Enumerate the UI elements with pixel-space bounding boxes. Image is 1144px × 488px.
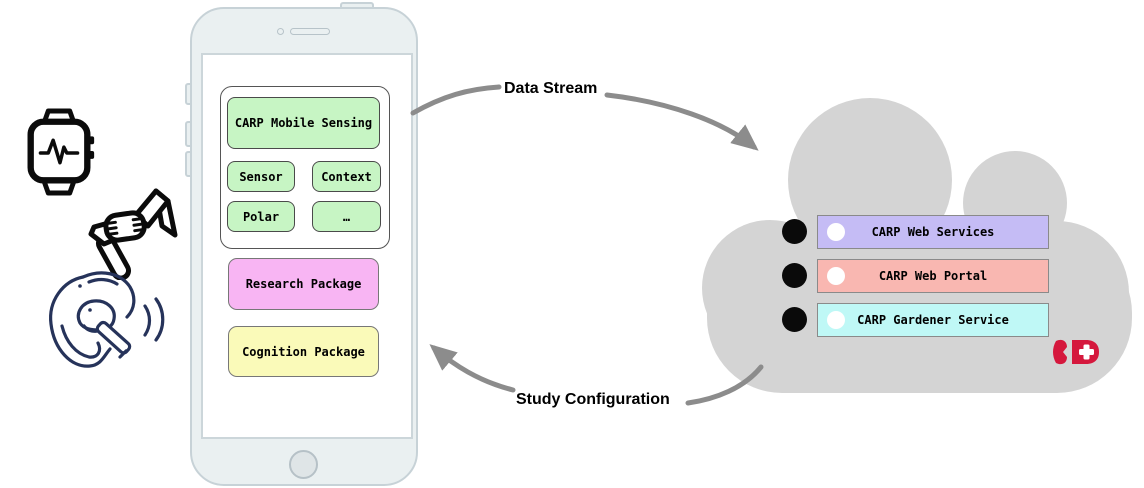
study-configuration-label: Study Configuration: [516, 391, 670, 408]
red-cross-badge-icon: [1053, 338, 1101, 366]
carp-web-portal-bar: CARP Web Portal: [817, 259, 1049, 293]
service-label: CARP Web Portal: [878, 269, 988, 283]
carp-web-services-bar: CARP Web Services: [817, 215, 1049, 249]
smartwatch-icon: [18, 106, 100, 198]
service-label: CARP Gardener Service: [857, 313, 1009, 327]
cognition-package-box: Cognition Package: [228, 326, 379, 377]
plugin-context-box: Context: [312, 161, 381, 192]
phone-screen: CARP Mobile Sensing Sensor Context Polar…: [201, 53, 413, 439]
service-status-dot: [827, 267, 845, 285]
plugin-more-box: …: [312, 201, 381, 232]
study-config-arrowhead-segment: [429, 344, 516, 393]
service-node-dot-2: [782, 263, 807, 288]
service-label: CARP Web Services: [871, 225, 995, 239]
data-stream-label: Data Stream: [504, 80, 598, 97]
data-stream-arrow-segment: [410, 84, 502, 116]
smartphone-frame: CARP Mobile Sensing Sensor Context Polar…: [190, 7, 418, 486]
carp-gardener-service-bar: CARP Gardener Service: [817, 303, 1049, 337]
service-node-dot-3: [782, 307, 807, 332]
plugin-polar-box: Polar: [227, 201, 295, 232]
front-camera-icon: [277, 28, 284, 35]
sensing-framework-container: CARP Mobile Sensing Sensor Context Polar…: [220, 86, 390, 249]
fitness-band-icon: [78, 178, 178, 281]
home-button: [289, 450, 318, 479]
carp-mobile-sensing-box: CARP Mobile Sensing: [227, 97, 380, 149]
research-package-box: Research Package: [228, 258, 379, 310]
service-node-dot-1: [782, 219, 807, 244]
earpiece-speaker-icon: [290, 28, 330, 35]
plugin-sensor-box: Sensor: [227, 161, 295, 192]
ear-earbud-icon: [42, 268, 180, 374]
service-status-dot: [827, 223, 845, 241]
service-status-dot: [827, 311, 845, 329]
cloud-backend: CARP Web Services CARP Web Portal CARP G…: [697, 88, 1144, 398]
